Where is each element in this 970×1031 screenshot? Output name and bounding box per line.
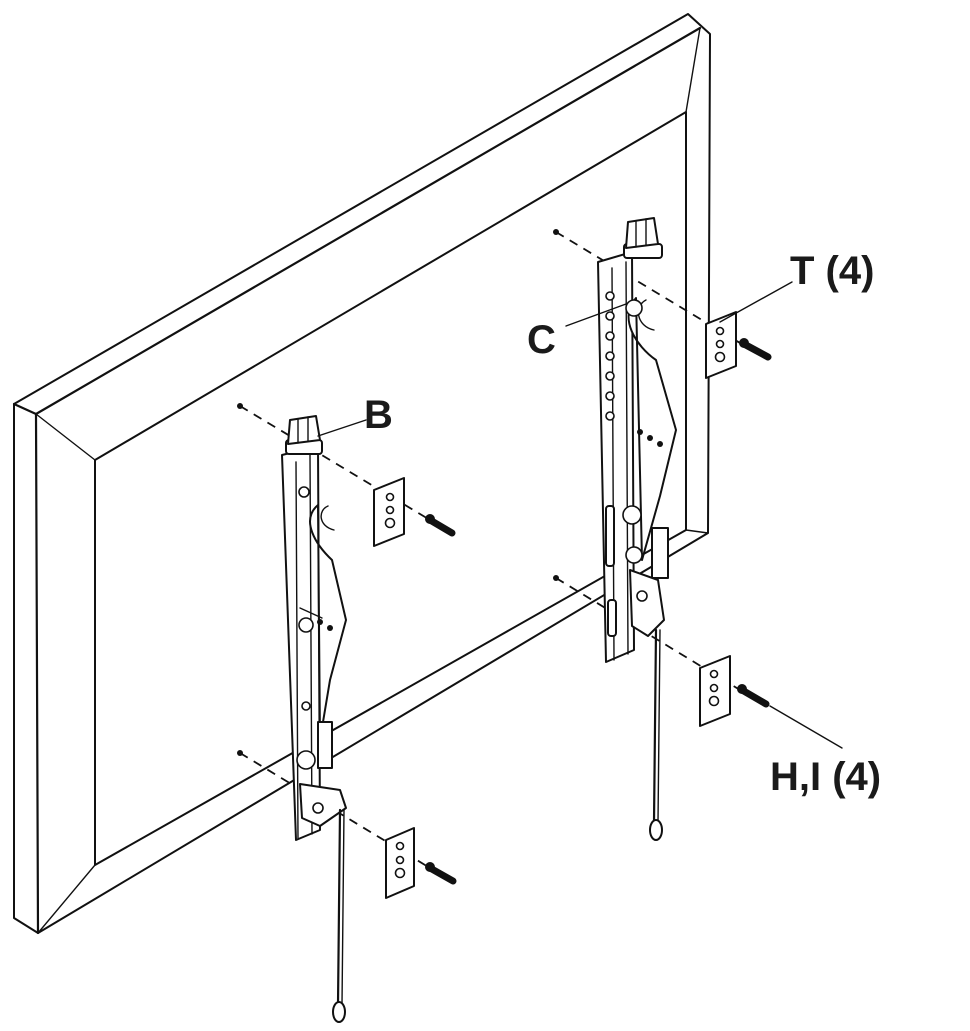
washer-top-right [705, 311, 737, 379]
label-screw: H,I (4) [770, 755, 881, 799]
left-bracket [281, 415, 347, 1023]
label-bracket: B [364, 393, 393, 437]
screw-bottom-right [737, 684, 770, 708]
screw-bottom-left [425, 862, 457, 885]
screw-top-left [425, 514, 456, 537]
label-cap: C [527, 318, 556, 362]
washer-top-left [373, 477, 405, 547]
right-bracket [597, 217, 677, 841]
label-washer: T (4) [790, 249, 874, 293]
washer-bottom-left [385, 827, 415, 899]
washer-bottom-right [699, 655, 731, 727]
screw-top-right [739, 338, 772, 361]
leader-lines [317, 281, 843, 749]
